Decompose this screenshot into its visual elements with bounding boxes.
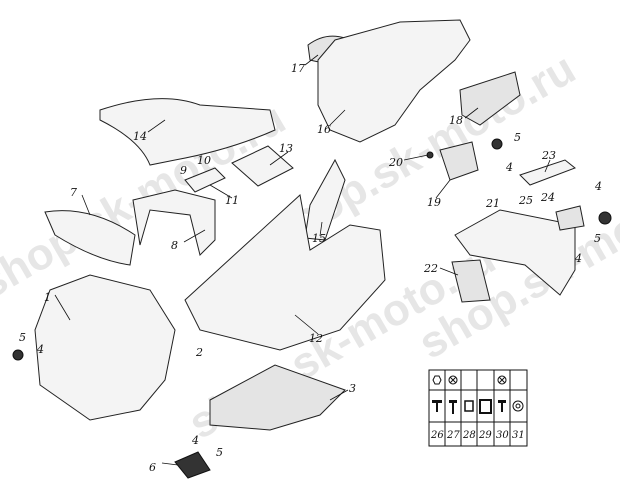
legend-number-31: 31 [512,430,525,441]
part-19-light-cover [439,141,479,181]
callout-5c: 5 [19,331,26,344]
callout-13: 13 [279,142,293,155]
square-clip-icon [464,400,474,412]
callout-1: 1 [44,291,51,304]
callouts: 17 16 14 18 5 4 20 13 9 10 11 7 8 15 19 … [19,62,602,474]
callout-16: 16 [317,123,331,136]
callout-20: 20 [388,156,403,169]
parts [12,19,612,479]
callout-12: 12 [309,332,323,345]
callout-4e: 4 [191,434,199,447]
callout-21: 21 [485,197,500,210]
callout-23: 23 [541,149,556,162]
part-21-rear-fender [454,209,576,296]
part-5-washer-b [598,211,612,225]
callout-11: 11 [225,194,239,207]
callout-3: 3 [349,382,356,395]
long-screw-icon [449,400,457,414]
flange-bolt-icon [432,400,442,412]
cross-circle-icon [497,375,507,385]
part-23-bracket [519,159,576,186]
part-14-floor-mat [99,98,276,166]
part-16-seat-tray [317,19,471,143]
callout-25: 25 [518,194,533,207]
callout-24: 24 [540,191,555,204]
callout-4c: 4 [574,252,582,265]
part-22-mud-flap [451,259,491,303]
leader-lines [54,54,551,466]
legend-number-30: 30 [496,430,509,441]
part-3-under-cover [209,364,346,431]
callout-6: 6 [149,461,156,474]
part-8-11-inner-trim [132,189,216,256]
callout-14: 14 [133,130,147,143]
part-1-front-leg-shield [34,274,176,421]
part-12-floor-panel [184,194,386,351]
legend-number-26: 26 [430,430,444,441]
part-7-handlebar-cover [44,210,136,266]
callout-4d: 4 [36,343,44,356]
callout-15: 15 [312,232,326,245]
part-5-washer-a [491,138,503,150]
callout-22: 22 [423,262,438,275]
callout-10: 10 [197,154,211,167]
part-24-plate-holder [555,205,585,231]
part-5-washer-c [12,349,24,361]
legend-number-27: 27 [446,430,460,441]
callout-17: 17 [291,62,305,75]
callout-9: 9 [180,164,187,177]
callout-5: 5 [514,131,521,144]
screw-icon [498,400,506,412]
hexagon-nut-icon [432,375,442,385]
callout-18: 18 [449,114,463,127]
callout-7: 7 [70,186,77,199]
cross-circle-icon [448,375,458,385]
part-13-plate [231,145,294,187]
fastener-legend-table: 26 27 28 29 30 31 [428,369,528,447]
callout-5b: 5 [594,232,601,245]
callout-8: 8 [171,239,178,252]
legend-number-28: 28 [462,430,476,441]
legend-number-29: 29 [478,430,492,441]
part-18-rear-grip [459,71,521,126]
part-10-switch [184,167,226,193]
callout-19: 19 [427,196,441,209]
large-clip-icon [479,399,492,414]
callout-2: 2 [195,346,203,359]
callout-4: 4 [505,161,513,174]
part-6-grille [174,451,211,479]
washer-icon [512,400,524,412]
callout-4b: 4 [594,180,602,193]
callout-5d: 5 [216,446,223,459]
